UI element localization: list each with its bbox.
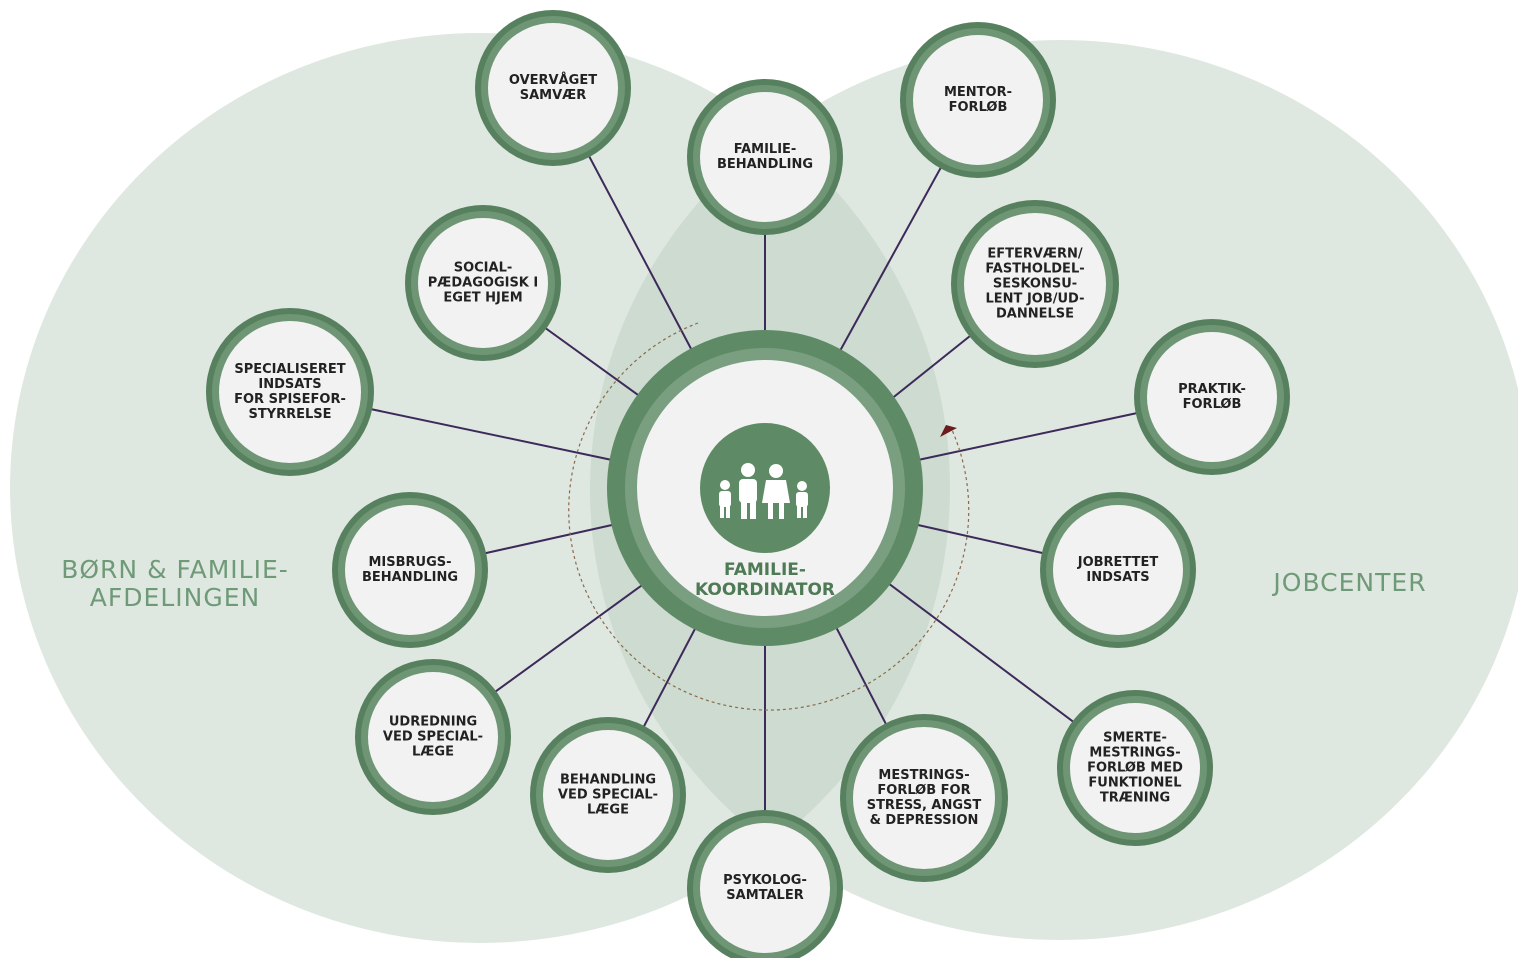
node-socialpaedagogisk bbox=[405, 205, 561, 361]
node-disc bbox=[219, 321, 361, 463]
overlap-region bbox=[590, 40, 950, 940]
outer-arrow-head bbox=[940, 425, 957, 437]
node-disc bbox=[1070, 703, 1200, 833]
node-disc bbox=[1053, 505, 1183, 635]
node-spiseforstyrrelse bbox=[206, 308, 374, 476]
center-label: FAMILIE- KOORDINATOR bbox=[694, 560, 836, 600]
node-label-psykologsamtaler: PSYKOLOG- SAMTALER bbox=[723, 873, 807, 903]
node-label-socialpaedagogisk: SOCIAL- PÆDAGOGISK I EGET HJEM bbox=[427, 260, 539, 306]
node-label-behandling-speciallaege: BEHANDLING VED SPECIAL- LÆGE bbox=[557, 772, 659, 818]
outer-dashed-arc bbox=[568, 322, 970, 711]
node-disc bbox=[368, 672, 498, 802]
node-label-jobrettet-indsats: JOBRETTET INDSATS bbox=[1077, 555, 1159, 585]
node-label-udredning: UDREDNING VED SPECIAL- LÆGE bbox=[382, 714, 484, 760]
node-label-mentorforloeb: MENTOR- FORLØB bbox=[943, 85, 1013, 115]
node-misbrugsbehandling bbox=[332, 492, 488, 648]
node-praktikforloeb bbox=[1134, 319, 1290, 475]
node-disc bbox=[913, 35, 1043, 165]
node-disc bbox=[488, 23, 618, 153]
node-disc bbox=[700, 823, 830, 953]
node-label-familiebehandling: FAMILIE- BEHANDLING bbox=[716, 142, 814, 172]
family-icon bbox=[719, 463, 808, 519]
node-label-mestringsforloeb: MESTRINGS- FORLØB FOR STRESS, ANGST & DE… bbox=[866, 768, 982, 828]
node-disc bbox=[700, 92, 830, 222]
node-udredning bbox=[355, 659, 511, 815]
node-behandling-speciallaege bbox=[530, 717, 686, 873]
node-psykologsamtaler bbox=[687, 810, 843, 958]
left-region-label: BØRN & FAMILIE- AFDELINGEN bbox=[61, 555, 289, 612]
node-jobrettet-indsats bbox=[1040, 492, 1196, 648]
node-label-praktikforloeb: PRAKTIK- FORLØB bbox=[1178, 382, 1246, 412]
node-label-smertemestring: SMERTE- MESTRINGS- FORLØB MED FUNKTIONEL… bbox=[1087, 730, 1183, 806]
node-disc bbox=[418, 218, 548, 348]
node-familiebehandling bbox=[687, 79, 843, 235]
node-disc bbox=[543, 730, 673, 860]
node-overvaaget-samvaer bbox=[475, 10, 631, 166]
center-node bbox=[607, 330, 923, 646]
node-label-efterværn: EFTERVÆRN/ FASTHOLDEL- SESKONSU- LENT JO… bbox=[985, 246, 1085, 322]
node-disc bbox=[345, 505, 475, 635]
node-smertemestring bbox=[1057, 690, 1213, 846]
node-label-overvaaget-samvaer: OVERVÅGET SAMVÆR bbox=[508, 73, 598, 103]
node-label-spiseforstyrrelse: SPECIALISERET INDSATS FOR SPISEFOR- STYR… bbox=[234, 362, 346, 422]
region-backgrounds bbox=[10, 33, 1518, 943]
node-disc bbox=[853, 727, 995, 869]
node-efterværn bbox=[951, 200, 1119, 368]
right-region-label: JOBCENTER bbox=[1273, 568, 1427, 597]
node-disc bbox=[1147, 332, 1277, 462]
node-mentorforloeb bbox=[900, 22, 1056, 178]
node-disc bbox=[964, 213, 1106, 355]
service-nodes bbox=[206, 10, 1290, 958]
node-mestringsforloeb bbox=[840, 714, 1008, 882]
node-label-misbrugsbehandling: MISBRUGS- BEHANDLING bbox=[361, 555, 459, 585]
